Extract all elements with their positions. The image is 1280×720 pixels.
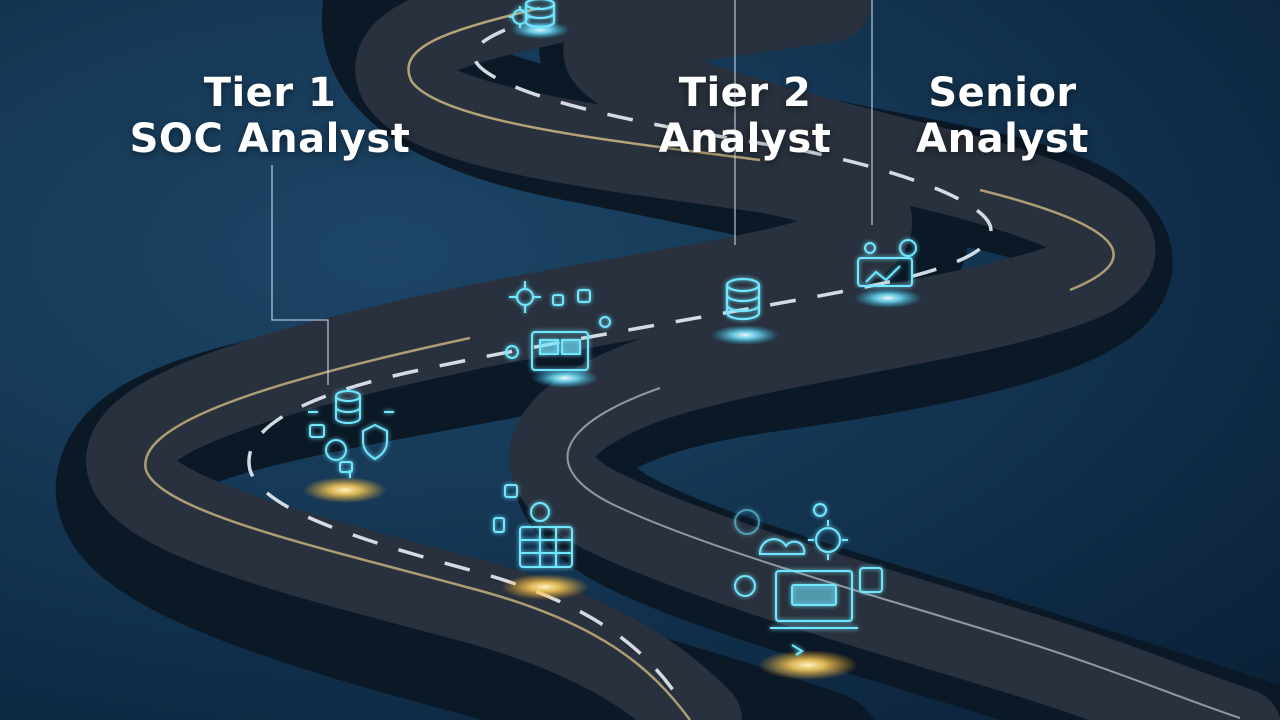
leader-line-tier1 bbox=[271, 165, 329, 385]
ground-light bbox=[531, 368, 599, 388]
road-edge-gold-3 bbox=[566, 387, 1241, 719]
lane-dashes-1 bbox=[247, 28, 993, 701]
tier1-soc-analyst-label: Tier 1 SOC Analyst bbox=[110, 70, 430, 162]
ground-light bbox=[758, 650, 858, 680]
senior-label-line1: Senior bbox=[928, 70, 1077, 116]
tier1-label-line1: Tier 1 bbox=[203, 70, 337, 116]
road-edge-gold-2 bbox=[144, 336, 692, 720]
tier2-label-line2: Analyst bbox=[658, 116, 832, 162]
tier1-label-line2: SOC Analyst bbox=[129, 116, 411, 162]
senior-analyst-label: Senior Analyst bbox=[895, 70, 1110, 162]
ground-light bbox=[510, 21, 570, 39]
road-right-loop bbox=[509, 0, 1280, 720]
shield-icon bbox=[308, 390, 394, 478]
network-icon bbox=[857, 239, 917, 287]
gear-icon bbox=[509, 6, 531, 28]
server-rack-icon bbox=[493, 484, 573, 568]
ground-light bbox=[854, 288, 922, 308]
ground-light bbox=[501, 574, 589, 600]
database-icon bbox=[725, 277, 761, 321]
road-edge-gold-1 bbox=[407, 6, 761, 162]
ground-light bbox=[303, 477, 387, 503]
winding-road bbox=[86, 0, 912, 720]
tier2-label-line1: Tier 2 bbox=[678, 70, 812, 116]
road-edge-gold-4 bbox=[979, 188, 1115, 292]
senior-label-line2: Analyst bbox=[916, 116, 1089, 162]
cloud-icon bbox=[734, 503, 883, 656]
ground-light bbox=[711, 325, 779, 345]
tier2-analyst-label: Tier 2 Analyst bbox=[640, 70, 850, 162]
monitor-icon bbox=[505, 281, 611, 371]
